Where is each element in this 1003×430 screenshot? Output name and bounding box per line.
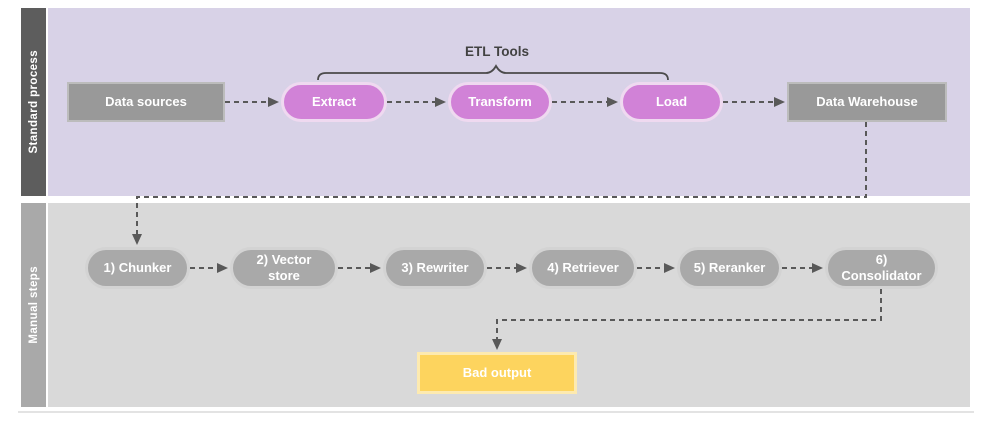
canvas-bottom-edge [18,411,974,413]
node-chunker: 1) Chunker [85,247,190,289]
node-rewriter: 3) Rewriter [383,247,487,289]
node-consolidator: 6) Consolidator [825,247,938,289]
node-retriever: 4) Retriever [529,247,637,289]
lane-header-standard-process: Standard process [21,8,46,196]
node-extract: Extract [281,82,387,122]
arrow-data-warehouse-to-chunker [132,122,867,245]
etl-tools-brace [317,64,669,81]
node-load: Load [620,82,723,122]
node-transform: Transform [448,82,552,122]
arrow-consolidator-to-bad-output [492,289,882,350]
node-bad-output: Bad output [417,352,577,394]
node-data-warehouse: Data Warehouse [787,82,947,122]
node-reranker: 5) Reranker [677,247,782,289]
node-vector-store: 2) Vector store [230,247,338,289]
node-data-sources: Data sources [67,82,225,122]
etl-tools-group-label: ETL Tools [465,44,529,59]
lane-header-manual-steps: Manual steps [21,203,46,407]
